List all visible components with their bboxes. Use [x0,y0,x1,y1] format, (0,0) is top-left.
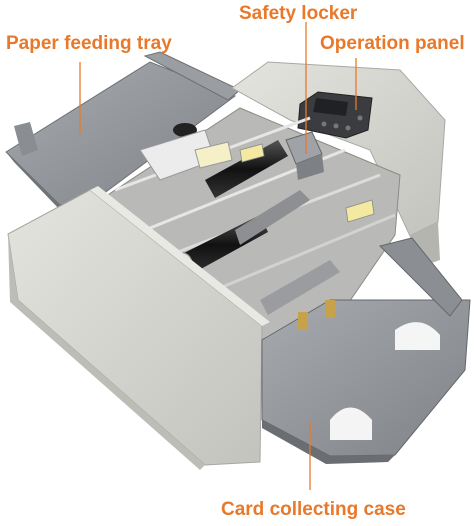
paper-feeding-tray [5,51,241,212]
leader-lines [79,22,357,490]
label-paper-feeding-tray: Paper feeding tray [6,33,172,54]
front-housing [7,186,270,470]
label-safety-locker: Safety locker [239,3,358,24]
label-card-collecting-case: Card collecting case [221,499,406,520]
operation-panel [297,91,373,139]
label-operation-panel: Operation panel [320,33,465,54]
safety-locker [285,131,324,180]
cutting-mechanism [99,107,401,341]
card-collecting-case [261,237,471,464]
